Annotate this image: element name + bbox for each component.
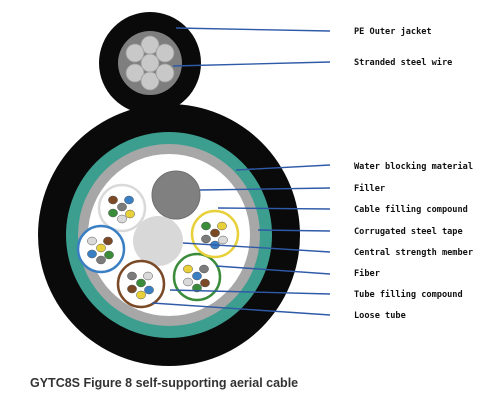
fiber (192, 271, 202, 281)
fiber (104, 250, 114, 260)
fiber (201, 234, 211, 244)
steel-wire-strand (155, 63, 175, 83)
loose-tube (116, 259, 166, 309)
fiber (217, 221, 227, 231)
leader-pe-outer-jacket (175, 27, 331, 32)
fiber (108, 195, 118, 205)
fiber (210, 228, 220, 238)
steel-wire-strand (125, 43, 145, 63)
fiber (201, 221, 211, 231)
figure-caption: GYTC8S Figure 8 self-supporting aerial c… (30, 376, 298, 390)
fiber (87, 249, 97, 259)
fiber (117, 202, 127, 212)
leader-corrugated-steel-tape (257, 229, 331, 232)
fiber (127, 284, 137, 294)
steel-wire-strand (140, 53, 160, 73)
leader-central-strength-member (182, 242, 331, 253)
part-labels: PE Outer jacket Stranded steel wire Wate… (354, 27, 473, 321)
leader-filler (199, 187, 331, 191)
loose-tubes (76, 183, 240, 309)
central-strength-member (133, 216, 183, 266)
label-tube-filling-compound: Tube filling compound (354, 289, 463, 300)
messenger-unit (99, 12, 201, 114)
loose-tube (190, 209, 240, 259)
fiber (143, 271, 153, 281)
leader-loose-tube (151, 302, 331, 316)
fiber (200, 278, 210, 288)
stranded-steel-wires (125, 35, 175, 91)
leader-tube-filling-compound (169, 289, 331, 295)
fiber (144, 285, 154, 295)
loose-tube (172, 252, 222, 302)
steel-wire-strand (125, 63, 145, 83)
steel-wire-strand (140, 71, 160, 91)
label-loose-tube: Loose tube (354, 311, 406, 321)
label-water-blocking-material: Water blocking material (354, 161, 473, 172)
label-cable-filling-compound: Cable filling compound (354, 204, 468, 215)
label-filler: Filler (354, 183, 385, 194)
label-central-strength-member: Central strength member (354, 248, 473, 258)
fiber (183, 277, 193, 287)
fiber (108, 208, 118, 218)
fiber (136, 290, 146, 300)
fiber (199, 264, 209, 274)
label-corrugated-steel-tape: Corrugated steel tape (354, 227, 463, 237)
leader-stranded-steel-wire (172, 61, 331, 67)
fiber (124, 195, 134, 205)
steel-wire-strand (140, 35, 160, 55)
steel-wire-strand (155, 43, 175, 63)
label-pe-outer-jacket: PE Outer jacket (354, 27, 432, 37)
fiber (96, 255, 106, 265)
leader-cable-filling-compound (217, 207, 331, 210)
main-cable (38, 104, 300, 366)
label-stranded-steel-wire: Stranded steel wire (354, 57, 452, 68)
filler-rod (151, 170, 201, 220)
leader-lines (151, 27, 331, 316)
fiber (103, 236, 113, 246)
fiber (183, 264, 193, 274)
fiber (87, 236, 97, 246)
fiber (117, 214, 127, 224)
fiber (127, 271, 137, 281)
label-fiber: Fiber (354, 268, 380, 279)
fiber (218, 235, 228, 245)
loose-tube (76, 224, 126, 274)
fiber (136, 278, 146, 288)
leader-water-blocking-material (235, 164, 331, 171)
leader-fiber (215, 265, 331, 275)
loose-tube (97, 183, 147, 233)
fiber (96, 243, 106, 253)
fiber (125, 209, 135, 219)
